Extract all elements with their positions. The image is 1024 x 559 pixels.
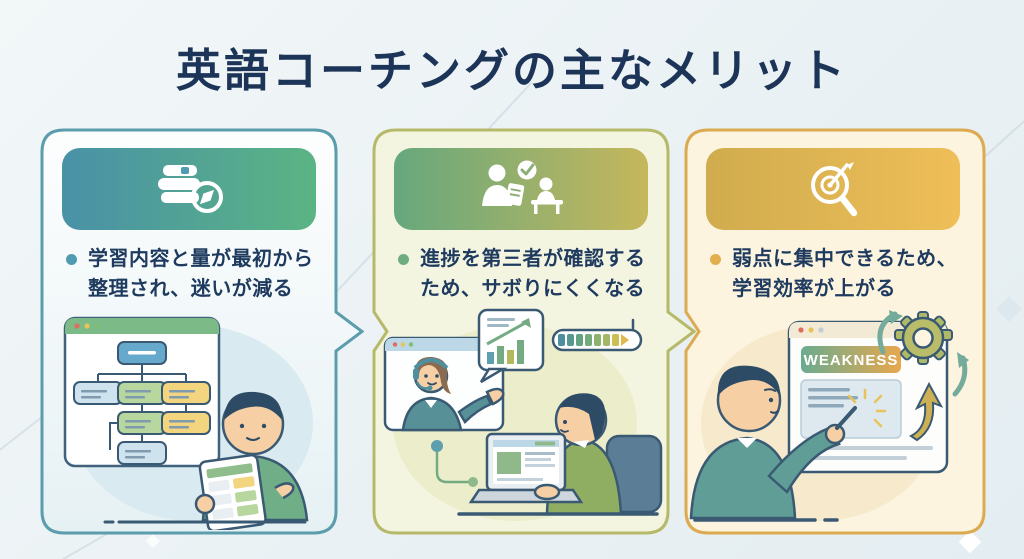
benefit-point: 学習内容と量が最初から 整理され、迷いが減る	[66, 244, 318, 304]
illustration-person-with-tablet-and-flowchart	[63, 316, 313, 530]
card-header-bar	[706, 148, 960, 230]
benefit-card-progress-check: 進捗を第三者が確認する ため、サボりにくくなる	[372, 128, 696, 535]
books-compass-icon	[158, 165, 223, 213]
benefit-card-structured-learning: 学習内容と量が最初から 整理され、迷いが減る	[40, 128, 364, 535]
bullet-dot	[710, 254, 721, 265]
person-writing	[689, 365, 857, 520]
laptop	[468, 432, 584, 504]
bullet-dot	[66, 254, 77, 265]
card-header-bar	[62, 148, 316, 230]
benefit-card-weakness-focus: 弱点に集中できるため、 学習効率が上がる WEAKNESS	[684, 128, 986, 535]
person-with-tablet	[194, 391, 309, 530]
benefit-text: 弱点に集中できるため、 学習効率が上がる	[732, 248, 958, 300]
benefit-point: 進捗を第三者が確認する ため、サボりにくくなる	[398, 244, 650, 304]
improvement-gear	[877, 310, 969, 397]
benefit-text: 学習内容と量が最初から 整理され、迷いが減る	[88, 248, 314, 300]
sparkle-diamond	[996, 296, 1022, 322]
pen-sparkle	[847, 388, 887, 428]
growth-chart-bubble	[477, 308, 545, 384]
flowchart-window	[63, 316, 221, 468]
benefit-point: 弱点に集中できるため、 学習効率が上がる	[710, 244, 962, 304]
connector-line	[431, 440, 478, 487]
benefit-text: 進捗を第三者が確認する ため、サボりにくくなる	[420, 248, 646, 300]
page-title: 英語コーチングの主なメリット	[175, 45, 848, 96]
video-call-window	[383, 336, 505, 432]
target-magnifier-icon	[811, 162, 858, 217]
card-header-bar	[394, 148, 648, 230]
sparkle-diamond	[145, 533, 161, 549]
student-at-laptop	[457, 393, 663, 516]
weakness-label: WEAKNESS	[804, 352, 899, 369]
progress-bar	[551, 318, 643, 352]
bullet-dot	[398, 254, 409, 265]
coach-check-student-icon	[482, 160, 563, 214]
illustration-weakness-analysis-screen: WEAKNESS	[689, 310, 969, 522]
illustration-online-coaching-progress-check	[383, 308, 663, 521]
